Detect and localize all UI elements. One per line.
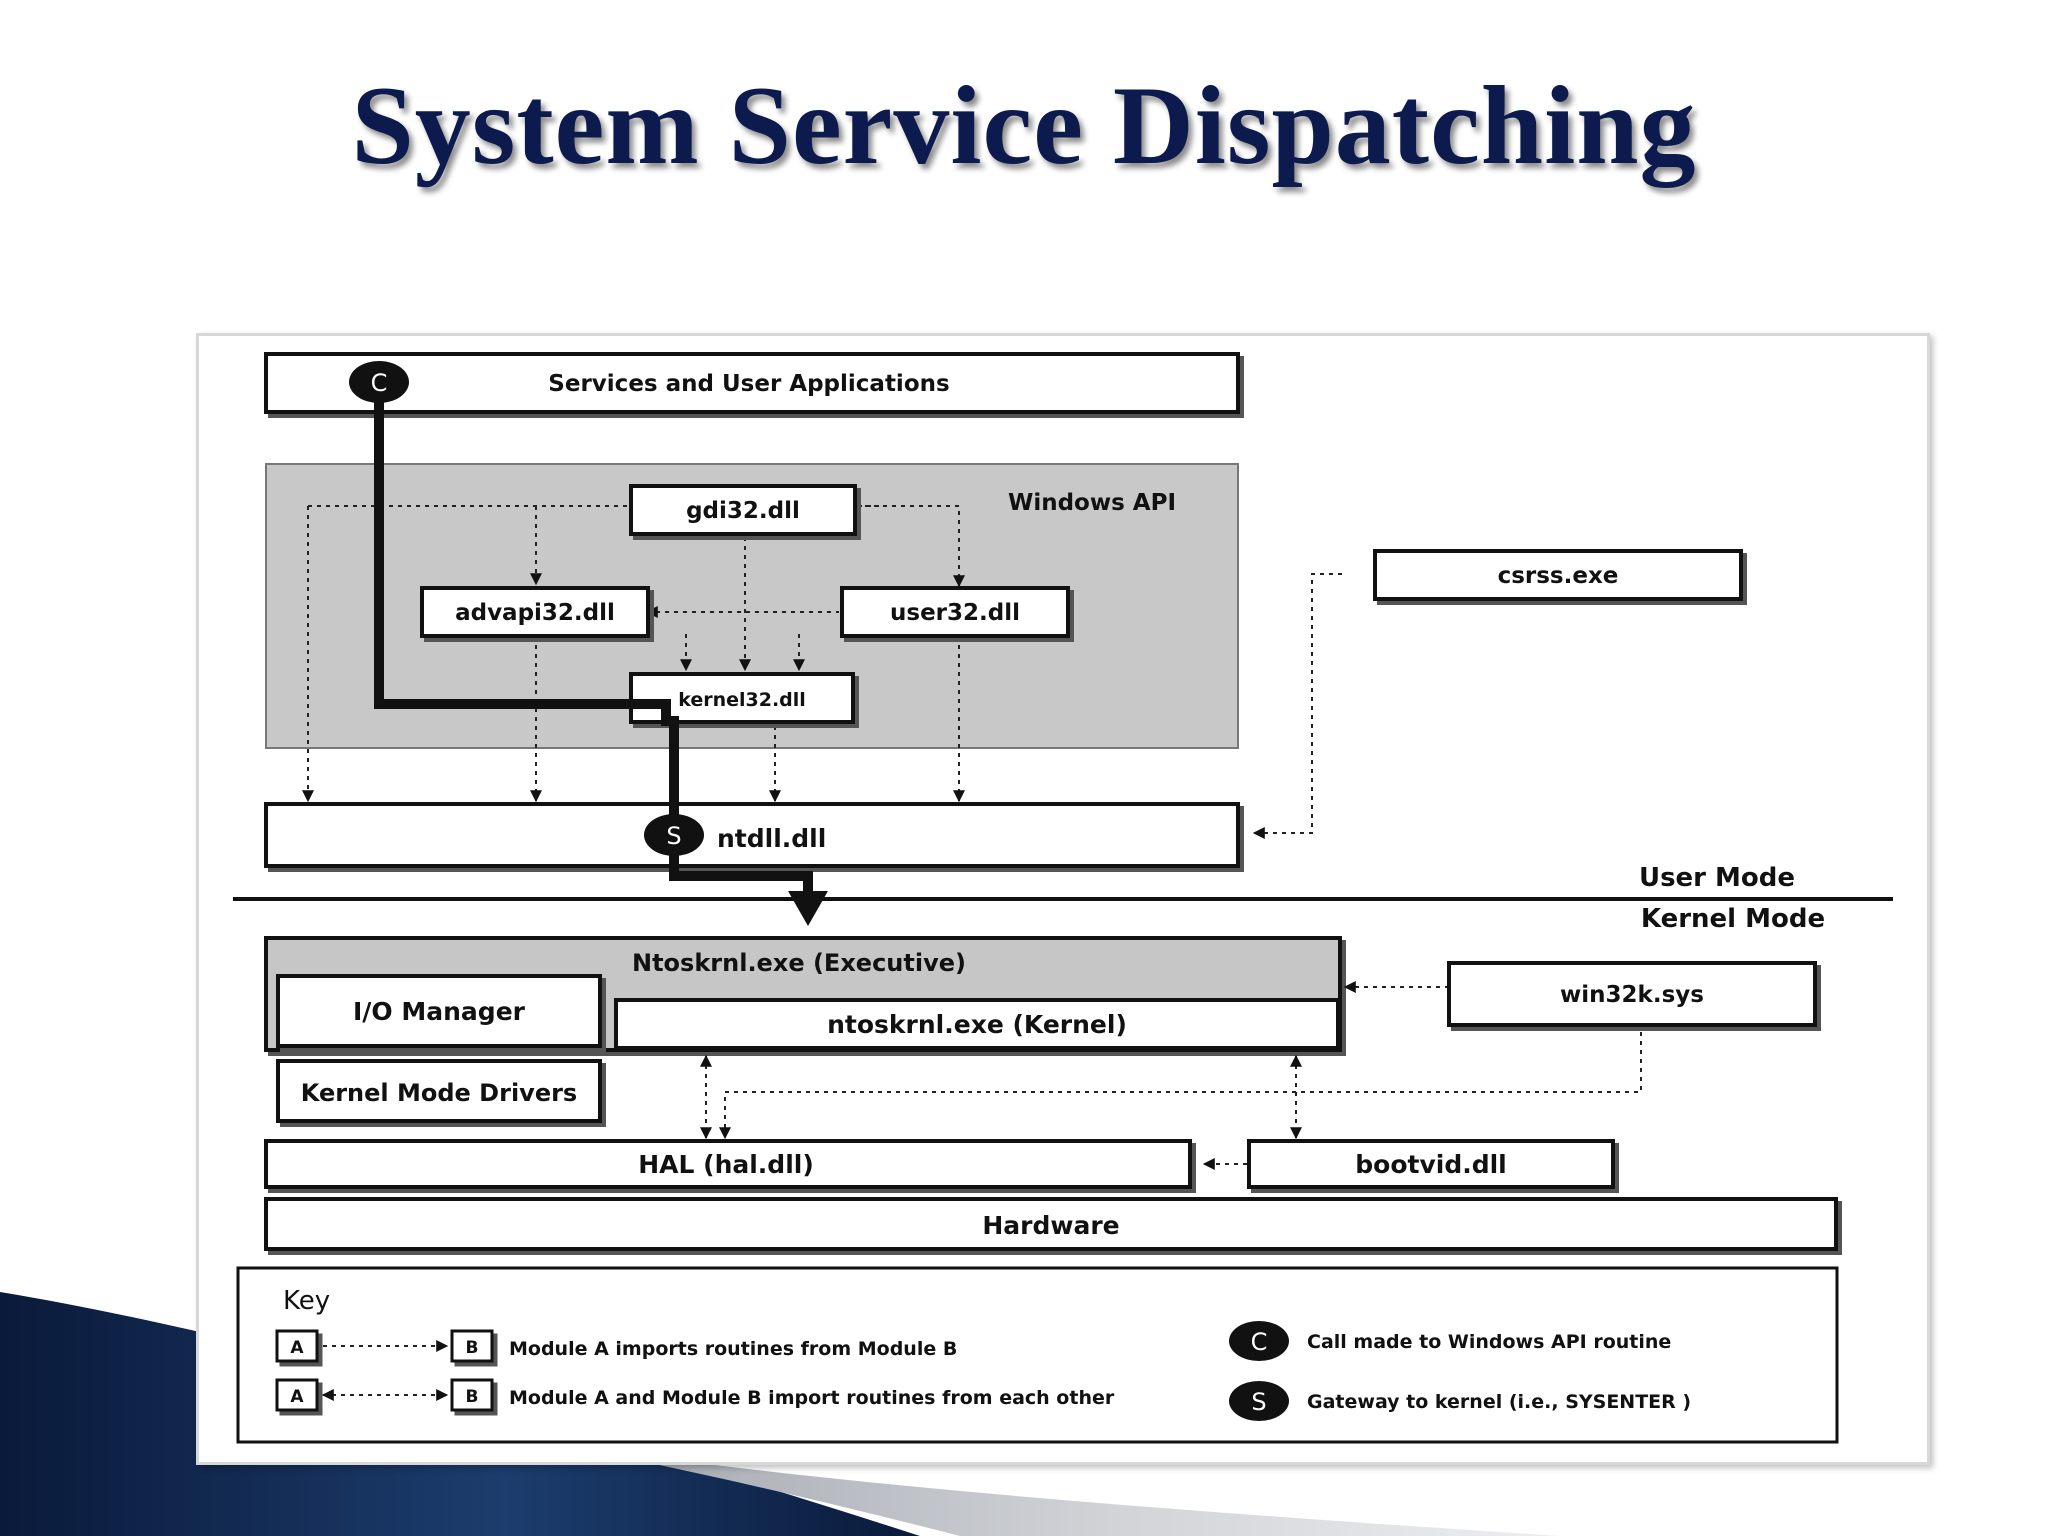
kernel32-label: kernel32.dll (678, 689, 806, 711)
win32k-box (1447, 961, 1817, 1027)
win32k-label: win32k.sys (1560, 982, 1704, 1008)
slide-title: System Service Dispatching (351, 64, 1697, 188)
csrss-box (1373, 549, 1743, 601)
key-module-b-1: B (466, 1338, 479, 1358)
key-module-b-box-1 (450, 1329, 494, 1363)
bootvid-label: bootvid.dll (1355, 1150, 1507, 1179)
key-module-a-box-1 (275, 1329, 319, 1363)
gdi32-label: gdi32.dll (686, 498, 800, 524)
key-title: Key (283, 1286, 330, 1316)
key-module-a-1: A (290, 1338, 304, 1358)
kernel32-box (629, 672, 855, 724)
key-one-way-desc: Module A imports routines from Module B (509, 1338, 957, 1360)
key-module-b-2: B (466, 1387, 479, 1407)
kernel-label: ntoskrnl.exe (Kernel) (827, 1010, 1127, 1039)
key-call-symbol-shape (1229, 1321, 1289, 1361)
hal-box (264, 1139, 1192, 1189)
hardware-label: Hardware (982, 1211, 1119, 1240)
key-panel: Key A B Module A imports routines from M… (236, 1266, 1839, 1444)
user32-box (840, 586, 1070, 638)
io-manager-label: I/O Manager (353, 997, 526, 1026)
ntdll-label: ntdll.dll (717, 824, 826, 853)
key-call-desc: Call made to Windows API routine (1307, 1331, 1671, 1353)
gateway-marker-letter: S (666, 822, 681, 850)
csrss-label: csrss.exe (1498, 563, 1619, 589)
user-mode-label: User Mode (1639, 863, 1795, 893)
diagram-canvas: Services and User Applications Windows A… (233, 352, 1893, 1444)
call-marker-letter: C (371, 369, 388, 397)
kernel-mode-label: Kernel Mode (1641, 904, 1825, 934)
key-module-a-2: A (290, 1387, 304, 1407)
io-manager-box (276, 974, 602, 1048)
executive-label: Ntoskrnl.exe (Executive) (632, 949, 966, 977)
user32-label: user32.dll (890, 600, 1020, 626)
advapi32-label: advapi32.dll (455, 600, 615, 626)
key-module-b-box-2 (450, 1378, 494, 1412)
key-gateway-desc: Gateway to kernel (i.e., SYSENTER ) (1307, 1391, 1691, 1413)
diagram-figure: Services and User Applications Windows A… (196, 333, 1930, 1465)
bootvid-box (1247, 1139, 1615, 1189)
gdi32-box (629, 484, 857, 536)
services-apps-box (264, 352, 1240, 414)
kernel-drivers-label: Kernel Mode Drivers (301, 1079, 577, 1107)
advapi32-box (420, 586, 650, 638)
hal-label: HAL (hal.dll) (638, 1150, 814, 1179)
key-module-a-box-2 (275, 1378, 319, 1412)
gateway-marker: S (644, 814, 704, 856)
key-gateway-symbol-shape (1229, 1381, 1289, 1421)
call-marker: C (349, 361, 409, 403)
hardware-box (264, 1197, 1838, 1251)
key-call-symbol: C (1251, 1328, 1268, 1356)
services-apps-label: Services and User Applications (548, 371, 949, 397)
ntdll-box (264, 802, 1240, 868)
kernel-box (614, 998, 1340, 1050)
key-two-way-desc: Module A and Module B import routines fr… (509, 1387, 1115, 1409)
call-path (374, 384, 828, 926)
windows-api-label: Windows API (1008, 490, 1176, 516)
kernel-drivers-box (276, 1059, 602, 1123)
dotted-import-lines (302, 500, 1642, 1170)
key-gateway-symbol: S (1251, 1388, 1266, 1416)
